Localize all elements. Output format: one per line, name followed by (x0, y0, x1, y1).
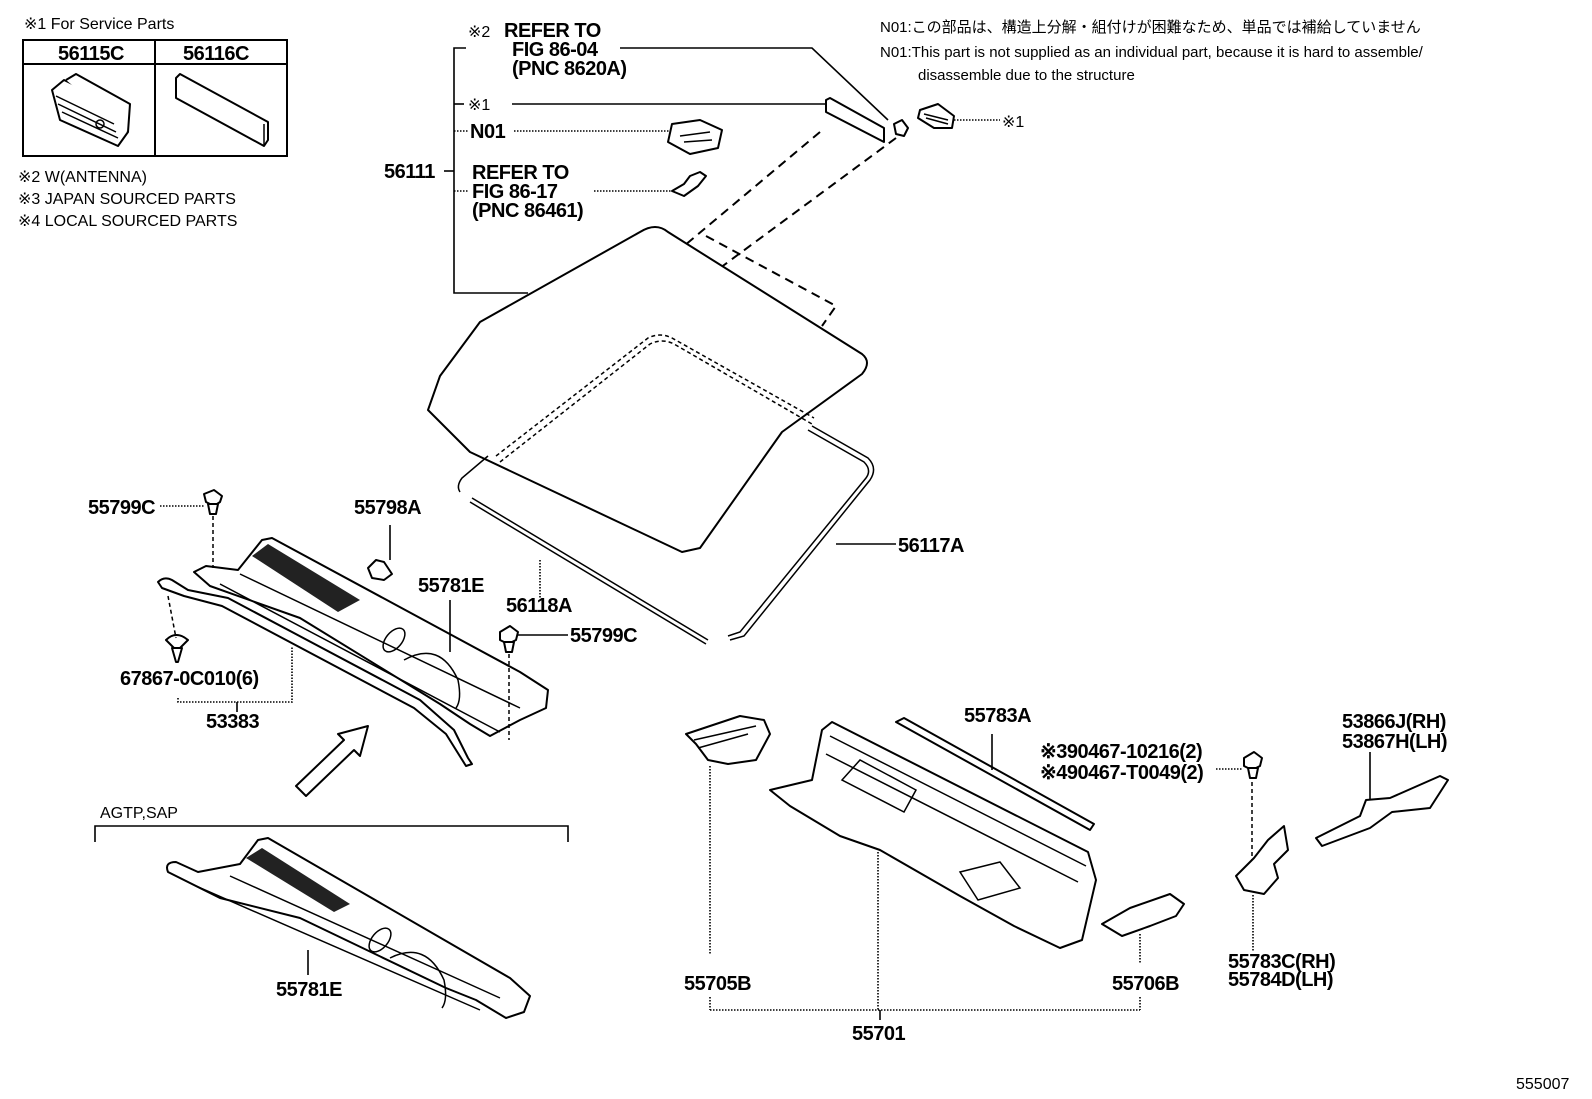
clip-56115c-drawing (51, 73, 131, 147)
cowl-top-ventilator-variant (166, 837, 531, 1019)
callout-53383[interactable]: 53383 (206, 711, 260, 733)
service-parts-box: ※1 For Service Parts 56115C 56116C (22, 16, 288, 157)
legend-note-2: ※2 W(ANTENNA) (18, 169, 147, 186)
service-parts-title: ※1 For Service Parts (24, 16, 174, 33)
ref-86-17-line1: REFER TO (472, 162, 569, 184)
callout-67867[interactable]: 67867-0C010(6) (120, 668, 259, 690)
callout-55781e-bottom[interactable]: 55781E (276, 979, 343, 1001)
variant-label: AGTP,SAP (100, 805, 178, 822)
ref-86-04-line1: REFER TO (504, 20, 601, 42)
n01-note-english-2: disassemble due to the structure (918, 67, 1135, 84)
sub-mark-1: ※1 (468, 97, 490, 114)
hood-seal-side (1315, 775, 1449, 847)
strip-56116c-drawing (175, 73, 269, 147)
clip-67867 (165, 634, 189, 663)
n01-note-japanese: N01:この部品は、構造上分解・組付けが困難なため、単品では補給していません (880, 19, 1421, 36)
ref-86-17-line3: (PNC 86461) (472, 200, 583, 222)
callout-53866j[interactable]: 53866J(RH) (1342, 711, 1446, 733)
ref-86-04-mark: ※2 (468, 24, 490, 41)
ref-86-04-line2[interactable]: FIG 86-04 (512, 39, 599, 61)
callout-55799c-right[interactable]: 55799C (570, 625, 638, 647)
callout-55783c[interactable]: 55783C(RH) (1228, 951, 1336, 973)
legend-notes: ※2 W(ANTENNA) ※3 JAPAN SOURCED PARTS ※4 … (18, 169, 237, 230)
cowl-side-bracket (1235, 825, 1289, 895)
windshield-glass (427, 226, 875, 645)
antenna-connector-part (893, 119, 909, 137)
callout-bolt-japan[interactable]: ※390467-10216(2) (1040, 741, 1203, 763)
ref-86-04-line3: (PNC 8620A) (512, 58, 627, 80)
legend-note-4: ※4 LOCAL SOURCED PARTS (18, 213, 237, 230)
sensor-bracket-part (671, 171, 707, 197)
bolt-90467 (1243, 751, 1263, 779)
windshield-group: 56111 ※2 REFER TO FIG 86-04 (PNC 8620A) … (384, 20, 1024, 327)
callout-55781e-top[interactable]: 55781E (418, 575, 485, 597)
callout-55706b[interactable]: 55706B (1112, 973, 1180, 995)
clip-55798a (367, 559, 393, 581)
clip-right-part (917, 103, 955, 129)
right-mark-1: ※1 (1002, 114, 1024, 131)
callout-55784d[interactable]: 55784D(LH) (1228, 969, 1334, 991)
view-direction-arrow-icon (295, 725, 369, 797)
n01-bracket-part (667, 119, 723, 155)
figure-id: 555007 (1516, 1076, 1569, 1093)
ref-86-17-line2[interactable]: FIG 86-17 (472, 181, 558, 203)
callout-bolt-local[interactable]: ※490467-T0049(2) (1040, 762, 1204, 784)
callout-n01[interactable]: N01 (470, 121, 506, 143)
callout-55799c-left[interactable]: 55799C (88, 497, 156, 519)
clip-55799c-right (499, 625, 519, 653)
callout-56117a[interactable]: 56117A (898, 535, 965, 557)
callout-56118a[interactable]: 56118A (506, 595, 573, 617)
callout-55798a[interactable]: 55798A (354, 497, 422, 519)
n01-notes: N01:この部品は、構造上分解・組付けが困難なため、単品では補給していません N… (880, 19, 1424, 84)
n01-note-english-1: N01:This part is not supplied as an indi… (880, 44, 1424, 61)
callout-55783a[interactable]: 55783A (964, 705, 1032, 727)
legend-note-3: ※3 JAPAN SOURCED PARTS (18, 191, 236, 208)
callout-56111[interactable]: 56111 (384, 161, 436, 183)
cowl-top-ventilator-upper (157, 537, 549, 767)
callout-55705b[interactable]: 55705B (684, 973, 752, 995)
clip-55799c-left (203, 489, 223, 515)
callout-53867h[interactable]: 53867H(LH) (1342, 731, 1448, 753)
callout-55701[interactable]: 55701 (852, 1023, 906, 1045)
part-56116c-header[interactable]: 56116C (183, 43, 250, 65)
mirror-bracket-strip (825, 97, 885, 143)
part-56115c-header[interactable]: 56115C (58, 43, 125, 65)
cowl-panel (685, 715, 1185, 949)
